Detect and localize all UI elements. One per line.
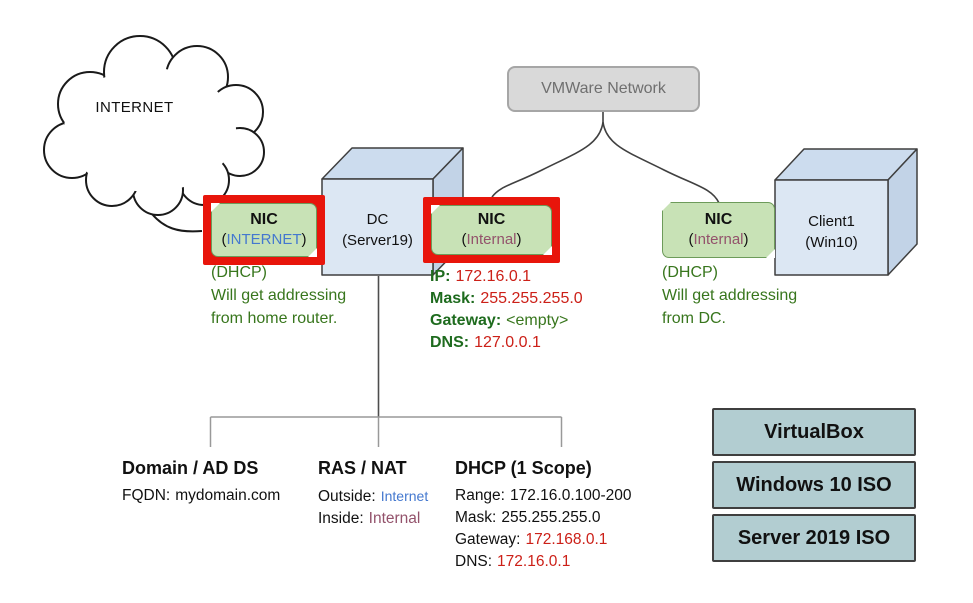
detail-line: DNS:127.0.0.1 <box>430 334 541 351</box>
folded-corner-icon <box>662 202 671 211</box>
dc-title: DC <box>366 211 389 228</box>
folded-corner-icon <box>543 246 552 255</box>
vmware-network-label: VMWare Network <box>541 80 666 97</box>
nic-client-internal-title: NIC <box>704 211 733 228</box>
client-label: Client1 (Win10) <box>775 211 888 253</box>
nic-internet-note: (DHCP) Will get addressing from home rou… <box>211 261 346 330</box>
role-ras-title: RAS / NAT <box>318 458 407 478</box>
note-line: Will get addressing <box>662 287 798 304</box>
nic-internet-title: NIC <box>250 211 278 228</box>
nic-internet-highlight: NIC (INTERNET) <box>203 195 325 265</box>
note-line: (DHCP) <box>211 264 267 281</box>
detail-line: Mask:255.255.255.0 <box>430 290 583 307</box>
detail-line: IP:172.16.0.1 <box>430 268 532 285</box>
note-line: (DHCP) <box>662 264 718 281</box>
vmware-connectors <box>491 112 720 204</box>
role-line: DNS:172.16.0.1 <box>455 553 571 570</box>
role-domain-title: Domain / AD DS <box>122 458 259 478</box>
note-line: Will get addressing <box>211 287 347 304</box>
note-line: from home router. <box>211 310 338 327</box>
nic-dc-internal-details: IP:172.16.0.1 Mask:255.255.255.0 Gateway… <box>430 266 583 354</box>
role-line: FQDN:mydomain.com <box>122 487 281 504</box>
resource-server2019-iso: Server 2019 ISO <box>712 514 916 562</box>
role-line: Gateway:172.168.0.1 <box>455 531 608 548</box>
role-line: Outside:Internet <box>318 488 429 505</box>
nic-internet-network: (INTERNET) <box>221 231 307 248</box>
dc-server-label: DC (Server19) <box>322 209 433 251</box>
resource-virtualbox: VirtualBox <box>712 408 916 456</box>
nic-client-note: (DHCP) Will get addressing from DC. <box>662 261 797 330</box>
resource-label: VirtualBox <box>764 420 864 443</box>
role-ras: RAS / NAT Outside:Internet Inside:Intern… <box>318 458 428 530</box>
client-title: Client1 <box>808 213 855 230</box>
nic-dc-internal-title: NIC <box>477 211 506 228</box>
resource-label: Windows 10 ISO <box>736 473 892 496</box>
folded-corner-icon <box>766 249 775 258</box>
resource-windows10-iso: Windows 10 ISO <box>712 461 916 509</box>
folded-corner-icon <box>211 203 220 212</box>
cloud-to-nic-connector <box>151 213 203 233</box>
role-dhcp-title: DHCP (1 Scope) <box>455 458 592 478</box>
folded-corner-icon <box>431 205 440 214</box>
nic-client-internal-box: NIC (Internal) <box>662 202 775 258</box>
vmware-network-box: VMWare Network <box>507 66 700 112</box>
client-cube <box>774 148 918 276</box>
nic-client-internal-network: (Internal) <box>688 231 749 248</box>
dc-roles-branch <box>209 276 563 447</box>
note-line: from DC. <box>662 310 726 327</box>
nic-dc-internal-network: (Internal) <box>461 231 522 248</box>
role-line: Range:172.16.0.100-200 <box>455 487 632 504</box>
nic-dc-internal-highlight: NIC (Internal) <box>423 197 560 263</box>
internet-cloud-label: INTERNET <box>95 99 174 116</box>
role-dhcp: DHCP (1 Scope) Range:172.16.0.100-200 Ma… <box>455 458 632 573</box>
detail-line: Gateway:<empty> <box>430 312 569 329</box>
internet-cloud-icon <box>43 35 265 216</box>
resource-label: Server 2019 ISO <box>737 526 891 549</box>
nic-dc-internal-box: NIC (Internal) <box>431 205 552 255</box>
client-subtitle: (Win10) <box>805 234 858 251</box>
role-domain: Domain / AD DS FQDN:mydomain.com <box>122 458 280 507</box>
folded-corner-icon <box>308 248 317 257</box>
role-line: Mask:255.255.255.0 <box>455 509 601 526</box>
dc-subtitle: (Server19) <box>342 232 413 249</box>
nic-internet-box: NIC (INTERNET) <box>211 203 317 257</box>
role-line: Inside:Internal <box>318 510 421 527</box>
